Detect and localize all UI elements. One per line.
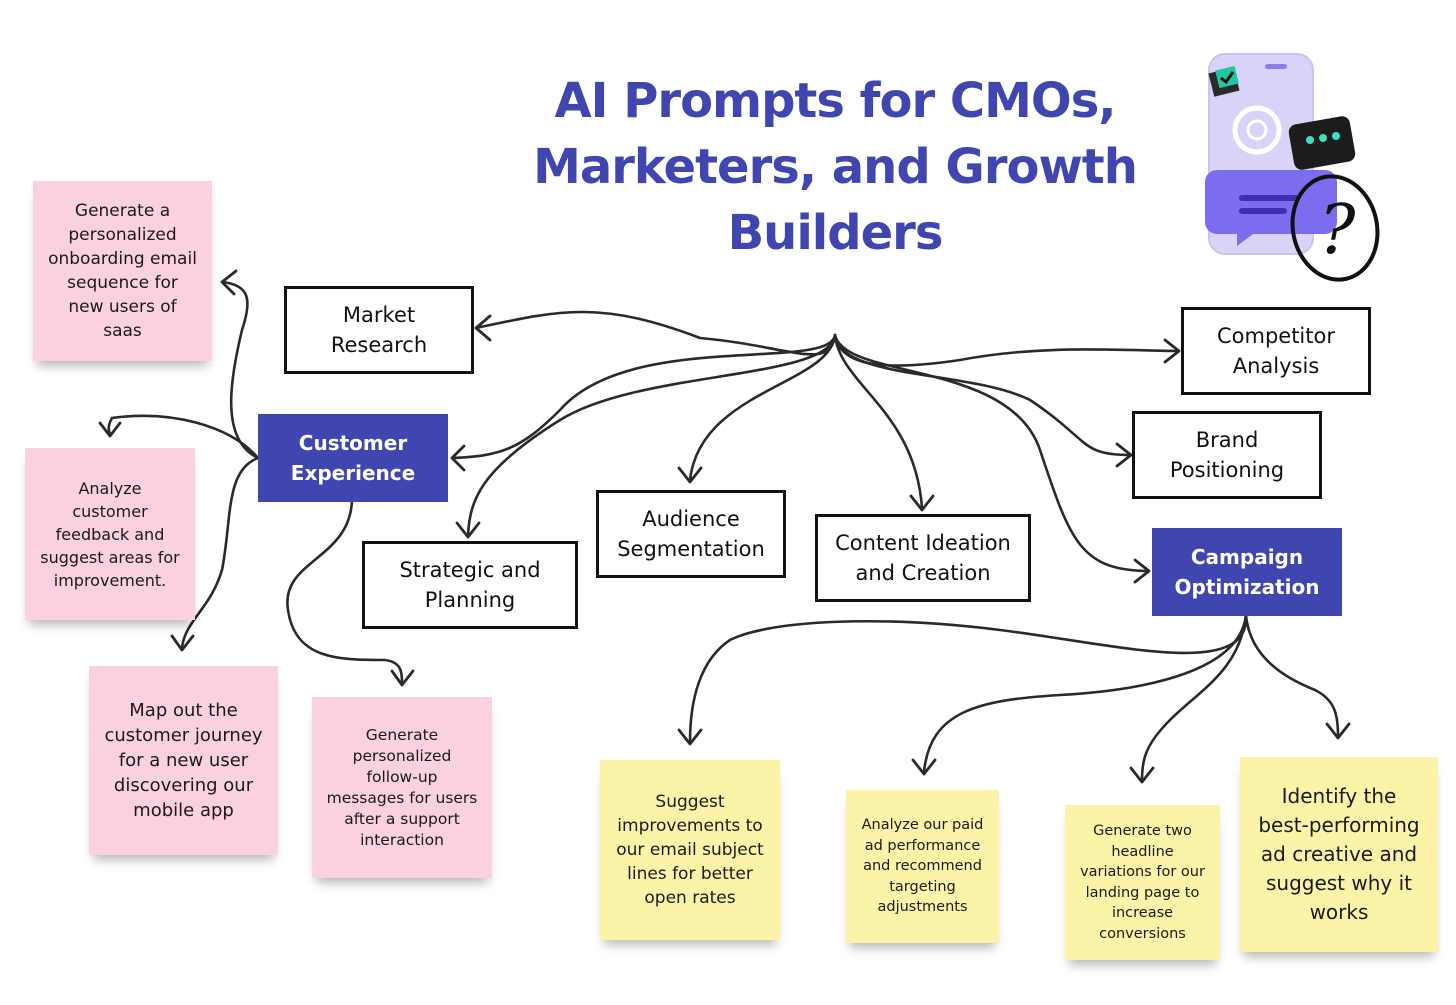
node-market-research[interactable]: Market Research — [284, 286, 474, 374]
node-competitor-analysis-label: Competitor Analysis — [1216, 324, 1335, 378]
sticky-note-headline-variations[interactable]: Generate two headline variations for our… — [1065, 805, 1220, 960]
arrow-to-email-subject-note — [688, 613, 1248, 744]
arrow-to-competitor-analysis — [833, 333, 1179, 367]
sticky-note-followup-messages[interactable]: Generate personalized follow-up messages… — [312, 697, 492, 878]
node-brand-positioning[interactable]: Brand Positioning — [1132, 411, 1322, 499]
sticky-note-text: Generate two headline variations for our… — [1080, 823, 1205, 942]
node-competitor-analysis[interactable]: Competitor Analysis — [1181, 307, 1371, 395]
node-strategic-planning-label: Strategic and Planning — [399, 558, 541, 612]
node-market-research-label: Market Research — [330, 303, 428, 357]
arrow-to-onboarding-note — [220, 280, 260, 460]
sticky-note-text: Identify the best-performing ad creative… — [1258, 784, 1420, 924]
arrow-to-feedback-note — [107, 414, 260, 460]
node-content-ideation[interactable]: Content Ideation and Creation — [815, 514, 1031, 602]
node-campaign-optimization[interactable]: Campaign Optimization — [1152, 528, 1342, 616]
sticky-note-text: Map out the customer journey for a new u… — [104, 700, 263, 821]
sticky-note-text: Suggest improvements to our email subjec… — [616, 792, 764, 908]
arrow-to-headline-note — [1140, 613, 1248, 782]
arrow-to-customer-experience — [450, 333, 837, 460]
arrow-to-journey-note — [180, 456, 260, 650]
arrow-to-paid-ad-note — [922, 613, 1248, 774]
sticky-note-ad-creative[interactable]: Identify the best-performing ad creative… — [1240, 757, 1438, 952]
title-line-3: Builders — [727, 205, 944, 261]
typing-bubble-icon — [1288, 116, 1356, 170]
ai-chat-phone-illustration-icon: ? — [1205, 53, 1380, 282]
page-title: AI Prompts for CMOs, Marketers, and Grow… — [530, 68, 1140, 266]
arrow-to-audience-segmentation — [688, 333, 837, 482]
arrow-to-strategic-planning — [466, 333, 837, 537]
arrow-to-campaign-optimization — [833, 333, 1149, 573]
title-line-1: AI Prompts for CMOs, — [554, 73, 1117, 129]
sticky-note-text: Generate personalized follow-up messages… — [326, 725, 478, 849]
sticky-note-text: Analyze our paid ad performance and reco… — [861, 817, 984, 916]
node-campaign-optimization-label: Campaign Optimization — [1174, 545, 1320, 599]
sticky-note-customer-feedback[interactable]: Analyze customer feedback and suggest ar… — [25, 448, 195, 620]
node-brand-positioning-label: Brand Positioning — [1169, 428, 1285, 482]
node-content-ideation-label: Content Ideation and Creation — [835, 531, 1011, 585]
check-cube-icon — [1208, 65, 1240, 97]
arrow-to-brand-positioning — [833, 333, 1131, 457]
node-customer-experience-label: Customer Experience — [290, 431, 416, 485]
node-audience-segmentation[interactable]: Audience Segmentation — [596, 490, 786, 578]
arrow-to-followup-note — [286, 498, 404, 684]
sticky-note-paid-ad-performance[interactable]: Analyze our paid ad performance and reco… — [846, 790, 999, 943]
svg-text:?: ? — [1319, 191, 1356, 270]
arrow-to-content-ideation — [833, 333, 924, 510]
sticky-note-text: Generate a personalized onboarding email… — [48, 201, 197, 341]
node-audience-segmentation-label: Audience Segmentation — [617, 507, 765, 561]
sticky-note-customer-journey[interactable]: Map out the customer journey for a new u… — [89, 666, 278, 855]
question-mark-icon: ? — [1290, 174, 1380, 282]
openai-logo-icon — [1232, 105, 1282, 155]
arrow-to-market-research — [474, 310, 837, 356]
node-strategic-planning[interactable]: Strategic and Planning — [362, 541, 578, 629]
sticky-note-email-subject-lines[interactable]: Suggest improvements to our email subjec… — [600, 760, 780, 940]
sticky-note-text: Analyze customer feedback and suggest ar… — [40, 478, 180, 590]
sticky-note-onboarding-email[interactable]: Generate a personalized onboarding email… — [33, 181, 212, 361]
arrow-to-ad-creative-note — [1244, 613, 1340, 738]
title-line-2: Marketers, and Growth — [533, 139, 1138, 195]
node-customer-experience[interactable]: Customer Experience — [258, 414, 448, 502]
